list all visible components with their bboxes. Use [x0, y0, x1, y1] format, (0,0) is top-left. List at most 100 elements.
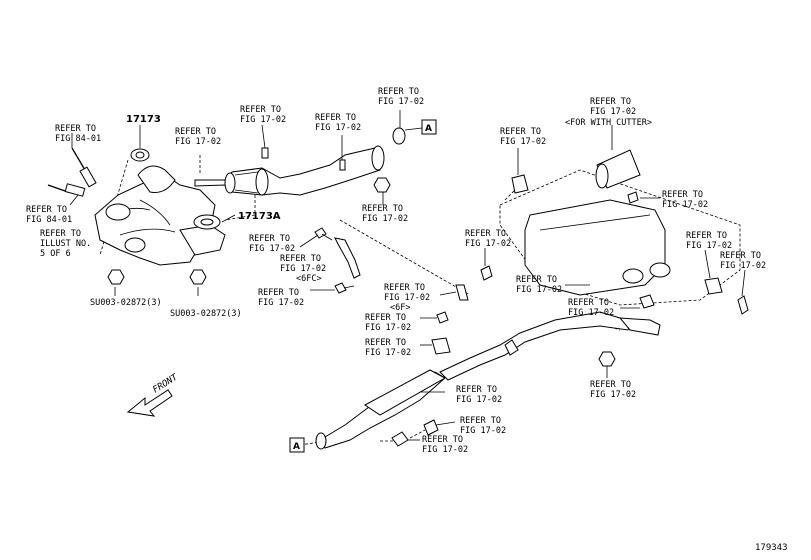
svg-text:<6FC>: <6FC> — [296, 274, 322, 284]
svg-text:REFER TO: REFER TO — [590, 380, 631, 390]
oxygen-sensor-lower[interactable] — [47, 183, 86, 197]
figure-number: 179343 — [755, 543, 788, 553]
svg-text:REFER TO: REFER TO — [378, 87, 419, 97]
svg-text:REFER TO: REFER TO — [460, 416, 501, 426]
svg-text:REFER TO: REFER TO — [280, 254, 321, 264]
svg-text:REFER TO: REFER TO — [249, 234, 290, 244]
callout-fig-17-02-n: REFER TO FIG 17-02 — [720, 251, 766, 271]
bracket-mid[interactable] — [455, 284, 469, 301]
svg-text:FIG 17-02: FIG 17-02 — [460, 426, 506, 436]
nut-right[interactable] — [189, 269, 207, 285]
callout-fig-17-02-6fc: REFER TO FIG 17-02 <6FC> — [280, 254, 326, 284]
muffler-bolt-right[interactable] — [737, 295, 749, 315]
bolt-bracket-bottom[interactable] — [334, 282, 355, 294]
svg-text:FIG 17-02: FIG 17-02 — [315, 123, 361, 133]
svg-text:REFER TO: REFER TO — [365, 313, 406, 323]
oxygen-sensor-upper[interactable] — [71, 147, 97, 188]
svg-text:FIG 17-02: FIG 17-02 — [258, 298, 304, 308]
gasket-17173a[interactable] — [193, 214, 221, 230]
svg-text:FIG 17-02: FIG 17-02 — [240, 115, 286, 125]
svg-text:REFER TO: REFER TO — [258, 288, 299, 298]
front-pipe-gasket[interactable] — [392, 127, 406, 145]
part-number-17173: 17173 — [126, 114, 161, 125]
callout-fig-17-02-l: REFER TO FIG 17-02 — [662, 190, 708, 210]
svg-text:ILLUST NO.: ILLUST NO. — [40, 239, 91, 249]
svg-text:REFER TO: REFER TO — [240, 105, 281, 115]
center-muffler[interactable] — [364, 369, 447, 416]
svg-text:REFER TO: REFER TO — [662, 190, 703, 200]
callout-fig-17-02-j: REFER TO FIG 17-02 — [365, 338, 411, 358]
callout-fig-17-02-m: REFER TO FIG 17-02 — [686, 231, 732, 251]
muffler-bolt-top[interactable] — [627, 191, 639, 204]
svg-text:FIG 17-02: FIG 17-02 — [686, 241, 732, 251]
svg-text:REFER TO: REFER TO — [568, 298, 609, 308]
svg-text:REFER TO: REFER TO — [516, 275, 557, 285]
svg-text:REFER TO: REFER TO — [465, 229, 506, 239]
bolt-mid-2[interactable] — [436, 311, 449, 324]
exhaust-manifold[interactable] — [94, 165, 226, 266]
ref-marker-a-top: A — [404, 119, 437, 135]
muffler-rubber-mount-left[interactable] — [511, 174, 529, 194]
callout-fig-17-02-c: REFER TO FIG 17-02 — [315, 113, 361, 133]
ref-marker-a-top-label: A — [425, 124, 432, 134]
callout-fig-17-02-o: REFER TO FIG 17-02 — [516, 275, 562, 295]
ref-marker-a-bottom: A — [289, 437, 305, 453]
front-arrow: FRONT — [126, 372, 180, 417]
svg-text:FIG 17-02: FIG 17-02 — [500, 137, 546, 147]
front-pipe[interactable] — [194, 145, 385, 196]
callout-fig-17-02-q: REFER TO FIG 17-02 — [590, 380, 636, 400]
svg-text:<6F>: <6F> — [390, 303, 410, 313]
callout-fig-17-02-e: REFER TO FIG 17-02 — [362, 204, 408, 224]
svg-text:FIG 17-02: FIG 17-02 — [365, 348, 411, 358]
svg-text:FIG 17-02: FIG 17-02 — [280, 264, 326, 274]
svg-text:FIG 17-02: FIG 17-02 — [365, 323, 411, 333]
center-pipe-bolt[interactable] — [391, 431, 409, 447]
callout-fig-17-02-cutter: REFER TO FIG 17-02 <FOR WITH CUTTER> — [565, 97, 652, 128]
callout-fig-84-01-upper: REFER TO FIG 84-01 — [55, 124, 101, 144]
part-number-nut-left: SU003-02872(3) — [90, 298, 162, 308]
svg-text:FIG 84-01: FIG 84-01 — [26, 215, 72, 225]
svg-text:REFER TO: REFER TO — [590, 97, 631, 107]
callout-fig-17-02-i: REFER TO FIG 17-02 — [365, 313, 411, 333]
svg-text:FIG 17-02: FIG 17-02 — [720, 261, 766, 271]
svg-text:FIG 17-02: FIG 17-02 — [662, 200, 708, 210]
svg-text:REFER TO: REFER TO — [365, 338, 406, 348]
callout-illust-ref: REFER TO ILLUST NO. 5 OF 6 — [40, 229, 91, 259]
callout-fig-17-02-f: REFER TO FIG 17-02 — [249, 234, 295, 254]
svg-text:FIG 17-02: FIG 17-02 — [456, 395, 502, 405]
svg-text:REFER TO: REFER TO — [26, 205, 67, 215]
clamp-bolt-1[interactable] — [261, 147, 269, 159]
callout-fig-17-02-s: REFER TO FIG 17-02 — [460, 416, 506, 436]
clamp-nut-1[interactable] — [373, 177, 391, 193]
bolt-mid-1[interactable] — [480, 265, 493, 281]
muffler-hanger-bottom[interactable] — [639, 294, 655, 309]
svg-text:FIG 17-02: FIG 17-02 — [422, 445, 468, 455]
muffler-nut-bottom[interactable] — [598, 351, 616, 367]
svg-text:REFER TO: REFER TO — [686, 231, 727, 241]
svg-text:5 OF 6: 5 OF 6 — [40, 249, 71, 259]
rubber-mount-mid[interactable] — [431, 337, 451, 355]
svg-text:FIG 17-02: FIG 17-02 — [590, 107, 636, 117]
svg-text:REFER TO: REFER TO — [384, 283, 425, 293]
svg-text:FIG 17-02: FIG 17-02 — [516, 285, 562, 295]
svg-text:FIG 17-02: FIG 17-02 — [465, 239, 511, 249]
tail-cutter[interactable] — [595, 149, 641, 189]
svg-text:FIG 17-02: FIG 17-02 — [249, 244, 295, 254]
hanger-bracket[interactable] — [334, 237, 361, 279]
svg-text:FIG 17-02: FIG 17-02 — [384, 293, 430, 303]
muffler-rubber-mount-right[interactable] — [704, 277, 723, 295]
nut-left[interactable] — [107, 269, 125, 285]
stud-bolt[interactable] — [339, 159, 346, 171]
callout-fig-17-02-d: REFER TO FIG 17-02 — [378, 87, 424, 107]
svg-text:FIG 84-01: FIG 84-01 — [55, 134, 101, 144]
svg-text:FIG 17-02: FIG 17-02 — [590, 390, 636, 400]
svg-text:REFER TO: REFER TO — [422, 435, 463, 445]
callout-fig-17-02-b: REFER TO FIG 17-02 — [240, 105, 286, 125]
center-pipe-bracket[interactable] — [504, 339, 519, 356]
center-pipe-sensor[interactable] — [423, 419, 439, 436]
gasket-17173[interactable] — [130, 148, 150, 162]
bolt-bracket-top[interactable] — [314, 227, 333, 241]
rear-muffler[interactable] — [524, 199, 671, 296]
part-number-nut-right: SU003-02872(3) — [170, 309, 242, 319]
